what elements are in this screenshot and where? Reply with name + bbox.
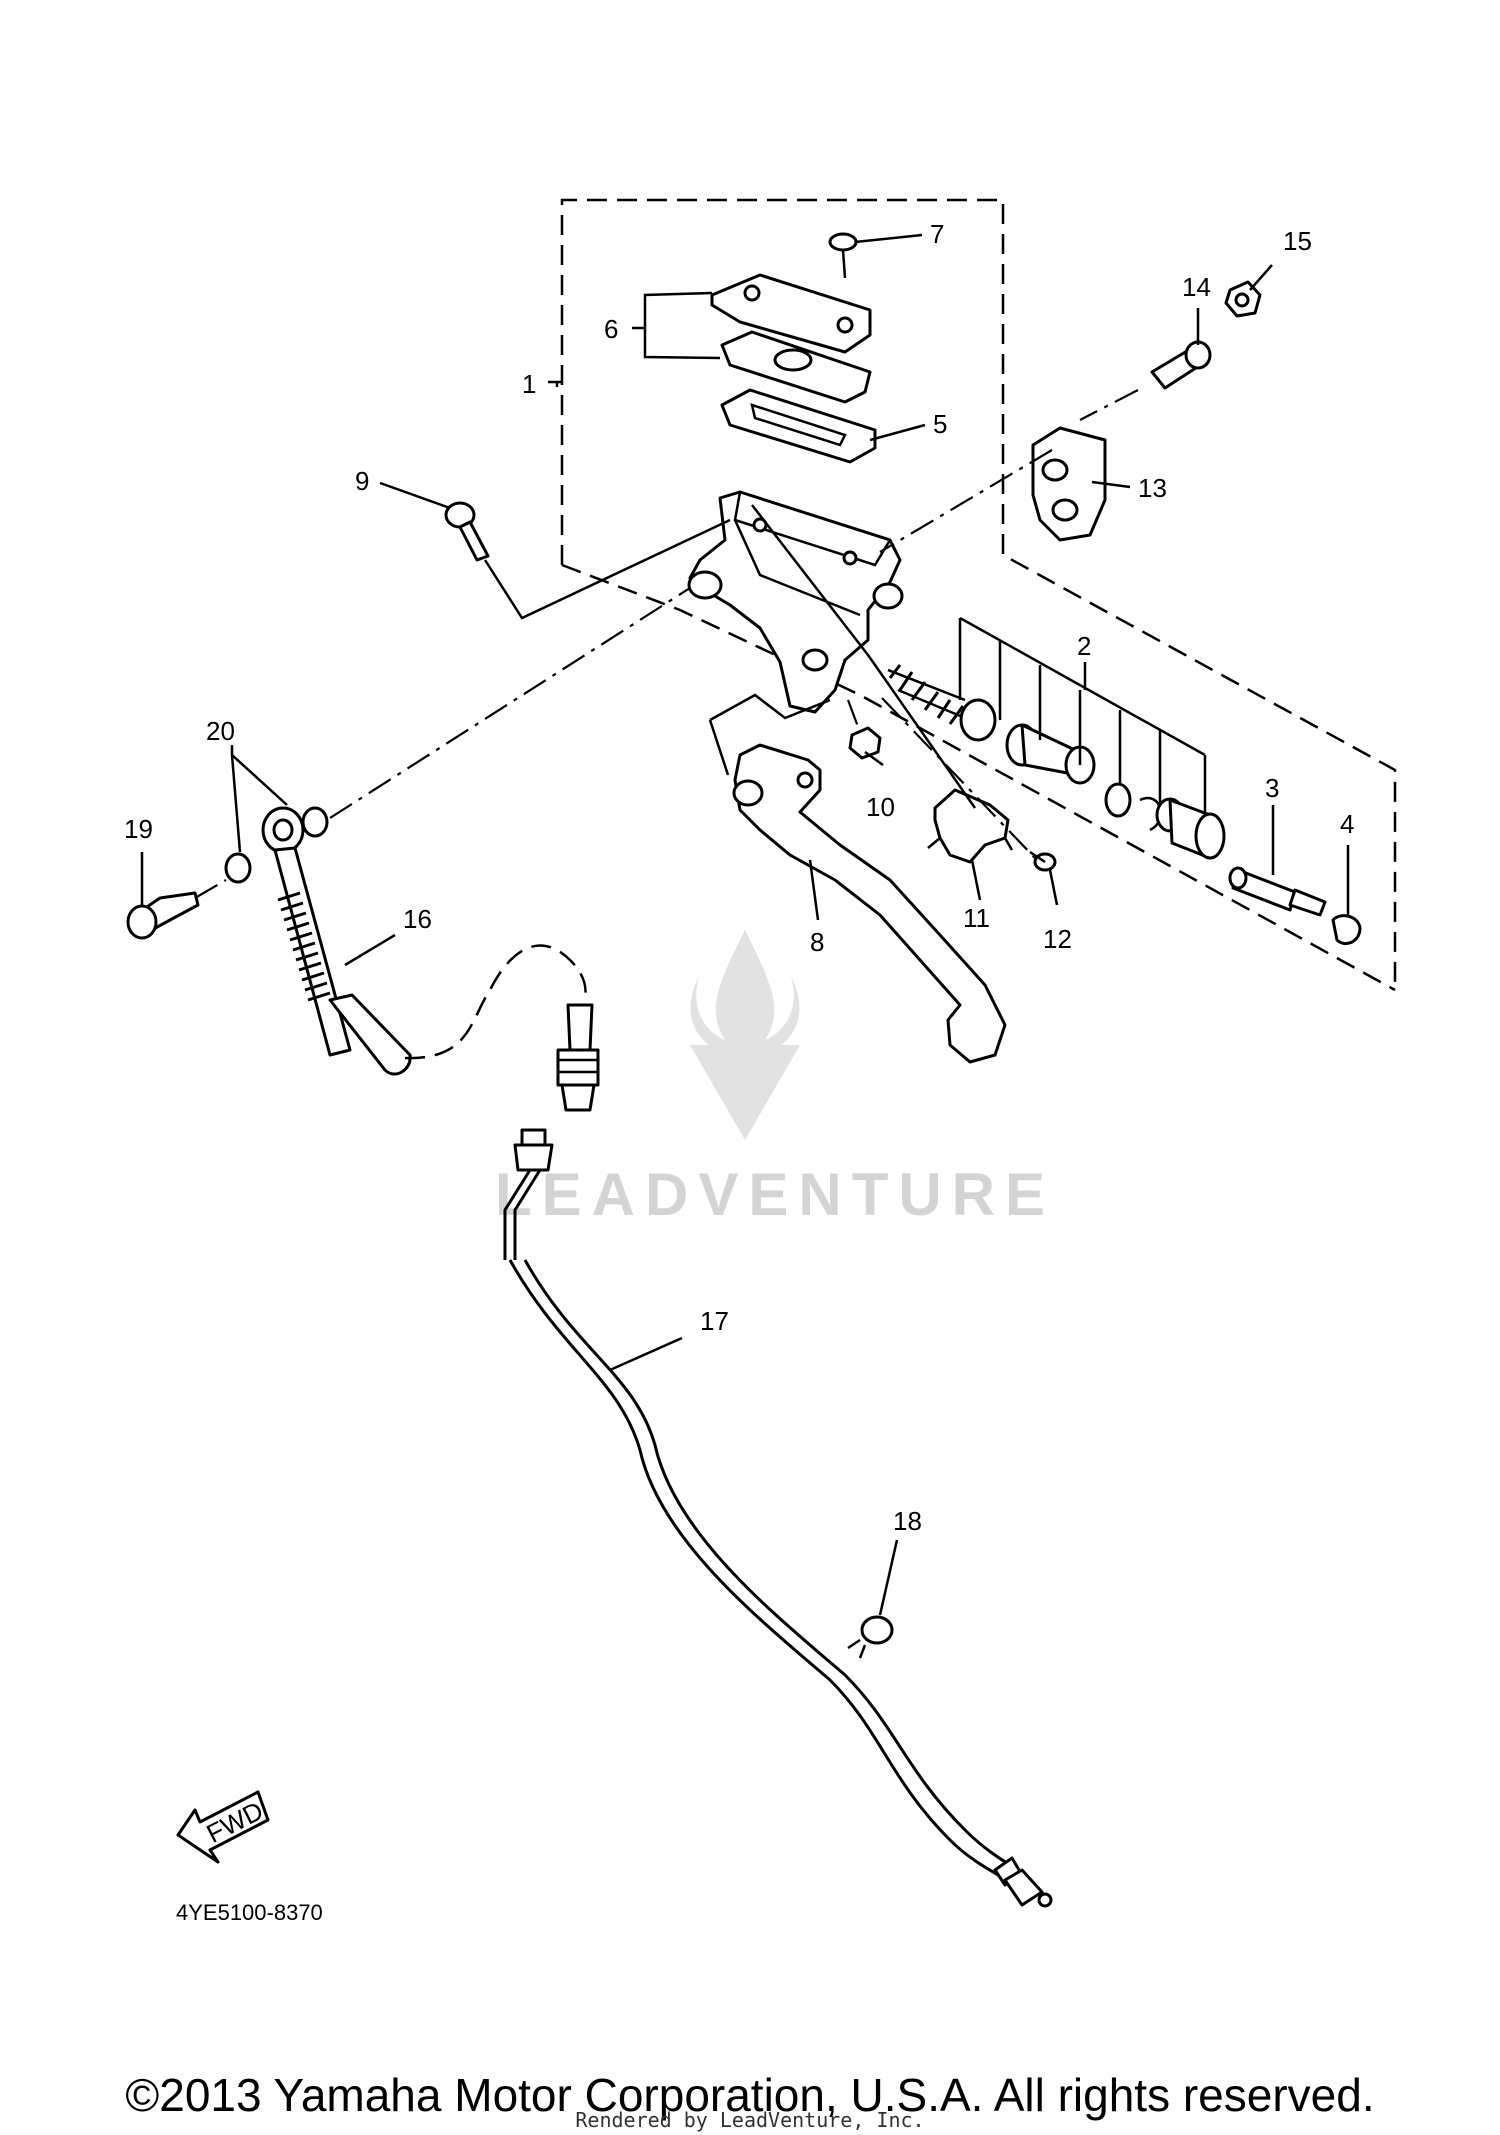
callout-19: 19: [124, 814, 153, 844]
handlebar-holder: [1031, 426, 1107, 542]
pipe-clamp: [847, 1615, 894, 1659]
clutch-pipe: [503, 1128, 1053, 1908]
leadventure-watermark: LEADVENTURE: [495, 930, 1055, 1228]
push-rod: [1228, 866, 1327, 917]
leader-lines: [140, 233, 1350, 1616]
callout-3: 3: [1265, 773, 1279, 803]
callout-16: 16: [403, 904, 432, 934]
cap-screw: [828, 232, 858, 279]
clutch-lever: [732, 743, 1007, 1064]
callout-15: 15: [1283, 226, 1312, 256]
callout-9: 9: [355, 466, 369, 496]
switch-screw: [1029, 850, 1057, 872]
callout-12: 12: [1043, 924, 1072, 954]
master-cylinder-body: [687, 490, 904, 714]
callout-10: 10: [866, 792, 895, 822]
pivot-nut: [848, 726, 882, 760]
callout-8: 8: [810, 927, 824, 957]
diaphragm: [720, 330, 872, 404]
callout-1: 1: [522, 369, 536, 399]
hose-fitting: [556, 1003, 600, 1112]
callout-2: 2: [1077, 631, 1091, 661]
copyright-notice: ©2013 Yamaha Motor Corporation, U.S.A. A…: [125, 2069, 1375, 2121]
watermark-text: LEADVENTURE: [495, 1161, 1055, 1228]
bleed-screw: [444, 501, 490, 562]
callout-6: 6: [604, 314, 618, 344]
callout-17: 17: [700, 1306, 729, 1336]
spring: [887, 664, 971, 725]
callout-labels: 1 2 3 4 5 6 7 8 9 10 11 12 13 14 15 16 1…: [124, 219, 1354, 1536]
callout-4: 4: [1340, 809, 1354, 839]
callout-13: 13: [1138, 473, 1167, 503]
callout-20: 20: [206, 716, 235, 746]
holder-bolt: [1150, 340, 1212, 390]
copper-washers: [224, 806, 329, 884]
piston-kit: [887, 664, 1226, 860]
union-bolt: [126, 891, 200, 940]
callout-7: 7: [930, 219, 944, 249]
clutch-hose: [261, 806, 412, 1076]
callout-18: 18: [893, 1506, 922, 1536]
reservoir-cap: [710, 273, 872, 354]
diagram-code: 4YE5100-8370: [176, 1900, 323, 1925]
callout-11: 11: [963, 903, 990, 933]
render-credit: Rendered by LeadVenture, Inc.: [575, 2108, 925, 2132]
dust-boot: [1331, 914, 1362, 945]
diaphragm-plate: [720, 388, 877, 464]
assembly-outline: [560, 198, 1397, 990]
callout-14: 14: [1182, 272, 1211, 302]
holder-nut: [1224, 280, 1262, 318]
fwd-arrow-icon: FWD: [176, 1790, 270, 1864]
callout-5: 5: [933, 409, 947, 439]
